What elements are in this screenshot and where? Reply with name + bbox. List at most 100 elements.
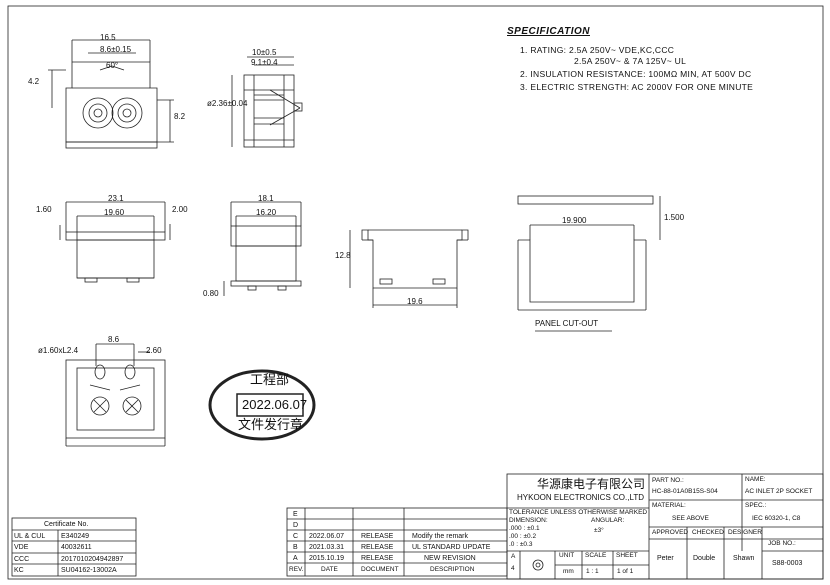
angular-value: ±3° [594,527,604,534]
dim-side-b: 9.1±0.4 [251,58,278,67]
spec-line-3: 2. INSULATION RESISTANCE: 100MΩ MIN, AT … [520,69,752,79]
name-label: NAME: [745,476,766,483]
scale-value: 1 : 1 [586,568,599,575]
checked-value: Double [693,555,716,562]
cert-number-4: SU04162-13002A [61,567,117,574]
cert-name-3: CCC [14,556,30,563]
side-view [231,56,303,148]
dim-top-left: 1.60 [36,205,52,214]
cert-number-2: 40032611 [61,544,92,551]
rev-row-c: C [293,533,299,540]
cert-header: Certificate No. [44,521,89,528]
name-value: AC INLET 2P SOCKET [745,488,813,495]
rev-date-c: 2022.06.07 [309,533,345,540]
material-value: SEE ABOVE [672,515,709,522]
projection-4: 4 [511,565,515,572]
middle-view [223,201,302,296]
tol-3: .0 : ±0.3 [509,541,533,548]
part-no-label: PART NO.: [652,477,684,484]
company-name-cn: 华源康电子有限公司 [537,477,646,491]
tol-1: .000 : ±0.1 [509,525,540,532]
approved-value: Peter [657,555,674,562]
approved-label: APPROVED [652,529,689,536]
job-no-value: S88-0003 [772,560,803,567]
front-view [48,39,174,149]
top-view [59,201,171,283]
spec-label: SPEC.: [745,502,767,509]
rev-desc-c: Modify the remark [412,533,469,540]
stamp-line1: 工程部 [250,373,290,388]
rev-header-doc: DOCUMENT [361,566,399,573]
checked-label: CHECKED [692,529,724,536]
title-block [506,473,824,580]
dim-mid-inner: 16.20 [256,208,277,217]
panel-cutout-label: PANEL CUT-OUT [535,319,599,328]
dim-cutout-width: 19.900 [562,216,587,225]
spec-line-1: 1. RATING: 2.5A 250V~ VDE,KC,CCC [520,45,675,55]
panel-cutout-view [517,195,661,332]
scale-label: SCALE [585,552,607,559]
rev-doc-b: RELEASE [361,544,394,551]
company-name-en: HYKOON ELECTRONICS CO.,LTD [517,493,644,502]
dim-top-right: 2.00 [172,205,188,214]
dim-bottom-right: 2.60 [146,346,162,355]
unit-label: UNIT [559,552,575,559]
rev-date-b: 2021.03.31 [309,544,345,551]
designer-value: Shawn [733,555,755,562]
spec-value: IEC 60320-1, C8 [752,515,801,522]
rev-row-b: B [293,544,298,551]
material-label: MATERIAL: [652,502,686,509]
dim-angle: 60° [106,61,119,70]
cert-name-1: UL & CUL [14,533,46,540]
rev-desc-b: UL STANDARD UPDATE [412,544,491,551]
dim-bottom-pin: ø1.60xL2.4 [38,346,79,355]
angular-label: ANGULAR: [591,517,625,524]
sheet-border [7,5,824,580]
dim-top-inner: 19.60 [104,208,125,217]
spec-line-4: 3. ELECTRIC STRENGTH: AC 2000V FOR ONE M… [520,82,754,92]
dim-end-height: 12.8 [335,251,351,260]
rev-row-a: A [293,555,298,562]
stamp-outline [208,369,316,441]
end-view [349,229,469,308]
dim-front-width: 16.5 [100,33,116,42]
cert-number-1: E340249 [61,533,90,540]
rev-header-rev: REV. [289,566,304,573]
cert-name-2: VDE [14,544,29,551]
rev-date-a: 2015.10.19 [309,555,345,562]
dim-bottom-spacing: 8.6 [108,335,120,344]
spec-line-2: 2.5A 250V~ & 7A 125V~ UL [574,56,687,66]
dim-left-height: 4.2 [28,77,40,86]
stamp-line3: 文件发行章 [238,418,304,433]
spec-title: SPECIFICATION [507,26,590,37]
dim-end-width: 19.6 [407,297,423,306]
rev-row-e: E [293,511,298,518]
rev-header-desc: DESCRIPTION [430,566,475,573]
sheet-value: 1 of 1 [617,568,634,575]
dim-side-a: 10±0.5 [252,48,277,57]
certificate-table [11,517,137,577]
dim-mid-outer: 18.1 [258,194,274,203]
dim-pin-spacing: 8.6±0.15 [100,45,132,54]
projection-a: A [511,553,516,560]
dim-right-height: 8.2 [174,112,186,121]
cert-number-3: 2017010204942897 [61,556,124,563]
rev-row-d: D [293,522,299,529]
dim-cutout-height: 1.500 [664,213,685,222]
cert-name-4: KC [14,567,24,574]
unit-value: mm [563,568,574,575]
dimension-label: DIMENSION: [509,517,548,524]
rev-header-date: DATE [321,566,338,573]
stamp-date: 2022.06.07 [242,397,308,412]
rev-desc-a: NEW REVISION [424,555,476,562]
rev-doc-a: RELEASE [361,555,394,562]
designer-label: DESIGNER [728,529,762,536]
job-no-label: JOB NO.: [768,540,796,547]
dim-mid-left: 0.80 [203,289,219,298]
tolerance-title: TOLERANCE UNLESS OTHERWISE MARKED [509,509,648,516]
sheet-label: SHEET [616,552,638,559]
tol-2: .00 : ±0.2 [509,533,537,540]
part-no-value: HC-88-01A0B15S-S04 [652,488,718,495]
